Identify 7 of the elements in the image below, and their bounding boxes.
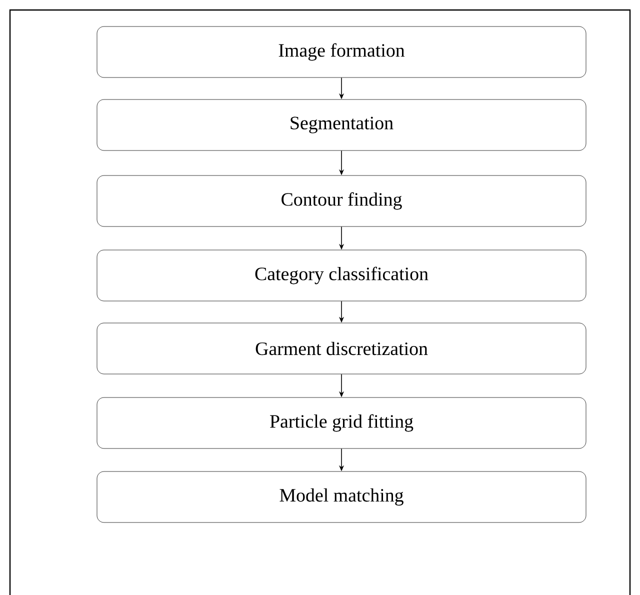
process-box: Segmentation: [96, 99, 586, 151]
process-box: Image formation: [96, 26, 586, 78]
process-box: Garment discretization: [96, 322, 586, 374]
process-box: Particle grid fitting: [96, 397, 586, 449]
process-box: Model matching: [96, 471, 586, 523]
process-box: Contour finding: [96, 175, 586, 227]
process-box: Category classification: [96, 250, 586, 302]
